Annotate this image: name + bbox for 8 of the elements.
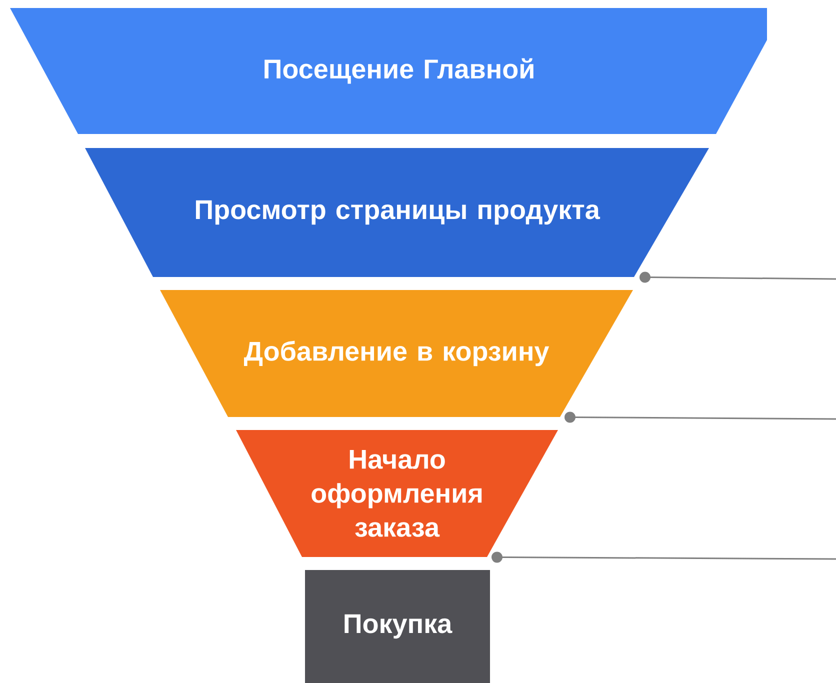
purchase-box: Покупка [305, 570, 490, 683]
funnel-segment: Просмотр страницы продукта [85, 148, 709, 277]
leader-line [640, 272, 836, 283]
funnel-segment: Посещение Главной [10, 8, 767, 134]
leader-line [492, 552, 836, 563]
funnel-segment: Добавление в корзину [160, 290, 633, 417]
leader-line [564, 412, 836, 423]
funnel-segment: Начало оформления заказа [236, 430, 558, 557]
